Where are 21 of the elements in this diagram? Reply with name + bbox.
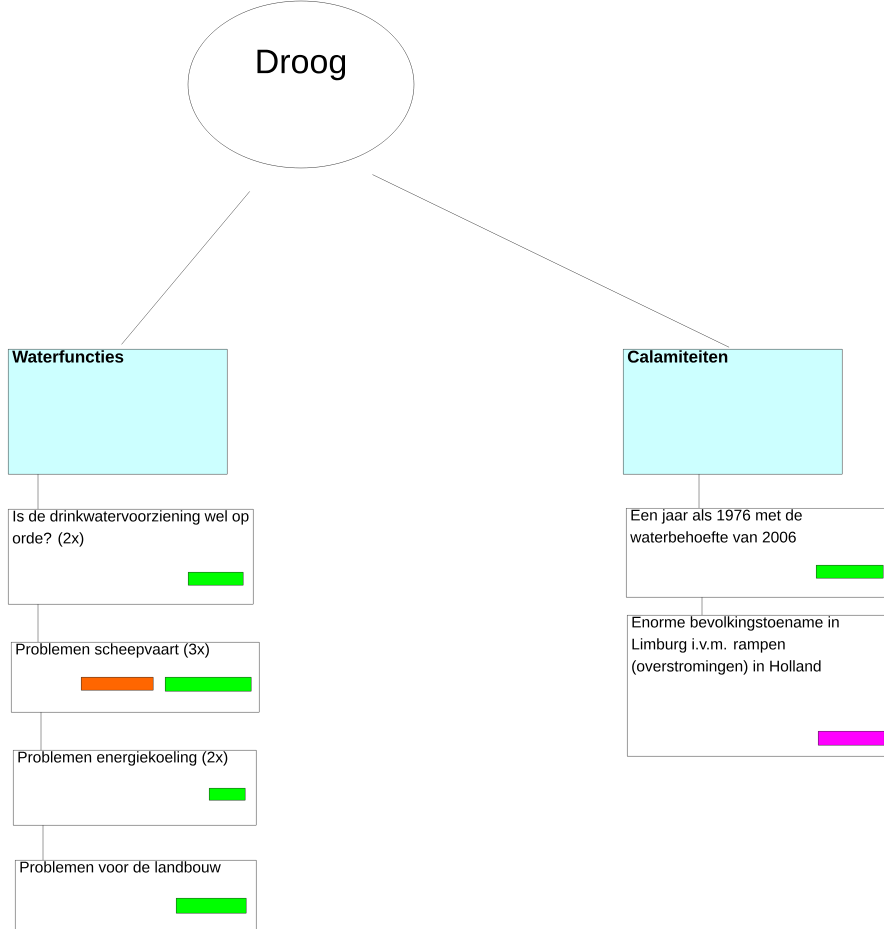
category-box: Calamiteiten [623, 349, 842, 474]
category-box: Waterfuncties [8, 349, 228, 474]
connector-line [698, 474, 700, 508]
status-bar [176, 898, 246, 914]
status-bar [188, 572, 244, 586]
connector-line [42, 825, 44, 860]
connector-line [40, 712, 42, 750]
topic-box: Is de drinkwatervoorziening wel op orde? (2x) [8, 509, 254, 604]
status-bar [816, 565, 884, 578]
topic-box: Enorme bevolkingstoename in Limburg i.v.m. rampen (overstromingen) in Holland [627, 615, 884, 756]
status-bar [81, 677, 154, 690]
status-bar [165, 677, 252, 692]
connector-line [121, 191, 250, 345]
topic-box: Problemen energiekoeling (2x) [13, 750, 256, 826]
status-bar [209, 788, 246, 800]
ellipse-node: Droog [188, 0, 414, 168]
connector-line [372, 174, 730, 348]
topic-box: Een jaar als 1976 met de waterbehoefte van 2006 [626, 508, 884, 598]
topic-box: Problemen voor de landbouw [15, 860, 256, 929]
topic-box: Problemen scheepvaart (3x) [11, 642, 260, 712]
status-bar [818, 731, 884, 746]
